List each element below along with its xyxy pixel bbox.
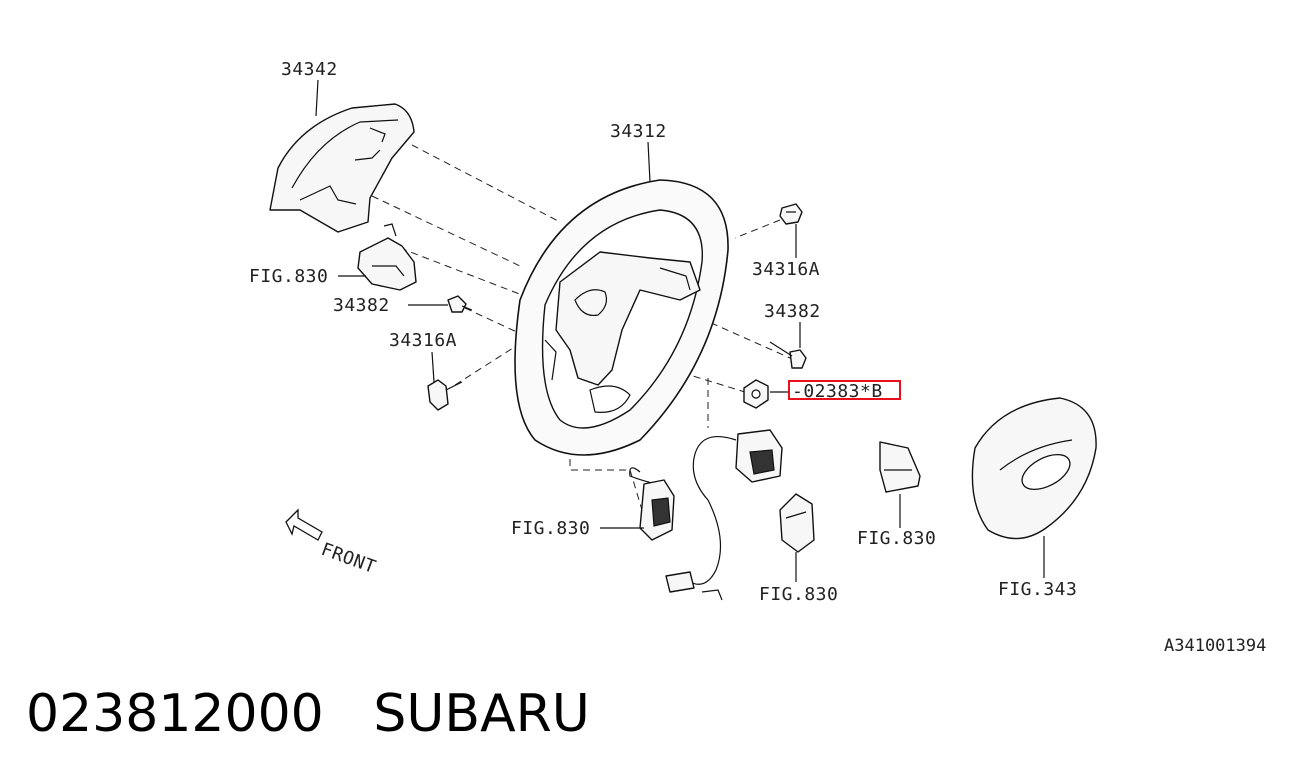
highlighted-part-callout[interactable]: -02383*B — [788, 380, 901, 402]
callout-34312: 34312 — [610, 121, 667, 142]
callout-fig343: FIG.343 — [998, 579, 1077, 600]
diagram-code: A341001394 — [1164, 636, 1267, 656]
right-switch-cover — [879, 441, 921, 493]
callout-34316a-left: 34316A — [389, 330, 457, 351]
callout-34342: 34342 — [281, 59, 338, 80]
parts-diagram: FRONT 34342 34312 34316A 34382 FIG.830 3… — [249, 59, 1097, 605]
callout-fig830-left: FIG.830 — [249, 266, 328, 287]
lower-switch-cover — [779, 493, 815, 553]
leader-lines — [315, 79, 1045, 582]
caption: 023812000 SUBARU — [26, 684, 590, 744]
callout-fig830-lower: FIG.830 — [759, 584, 838, 605]
nut-02383 — [743, 379, 769, 409]
steering-column-cover — [269, 103, 415, 233]
switch-harness-assembly — [629, 429, 783, 601]
screw-34382-left — [447, 295, 473, 313]
callout-fig830-right: FIG.830 — [857, 528, 936, 549]
bolt-34316a-right — [779, 203, 803, 225]
bolt-34316a-left — [427, 379, 463, 411]
callout-34316a-right: 34316A — [752, 259, 820, 280]
callout-02383: -02383*B — [792, 381, 883, 402]
front-arrow-label: FRONT — [318, 539, 378, 578]
left-switch-bracket — [357, 223, 417, 291]
callout-34382-left: 34382 — [333, 295, 390, 316]
front-arrow-icon: FRONT — [285, 508, 379, 578]
callout-34382-right: 34382 — [764, 301, 821, 322]
caption-part-number: 023812000 — [26, 684, 324, 744]
screw-34382-right — [769, 341, 807, 369]
steering-wheel-icon — [514, 179, 729, 456]
callout-fig830-switch: FIG.830 — [511, 518, 590, 539]
airbag-module — [971, 397, 1097, 540]
caption-brand: SUBARU — [373, 684, 590, 744]
